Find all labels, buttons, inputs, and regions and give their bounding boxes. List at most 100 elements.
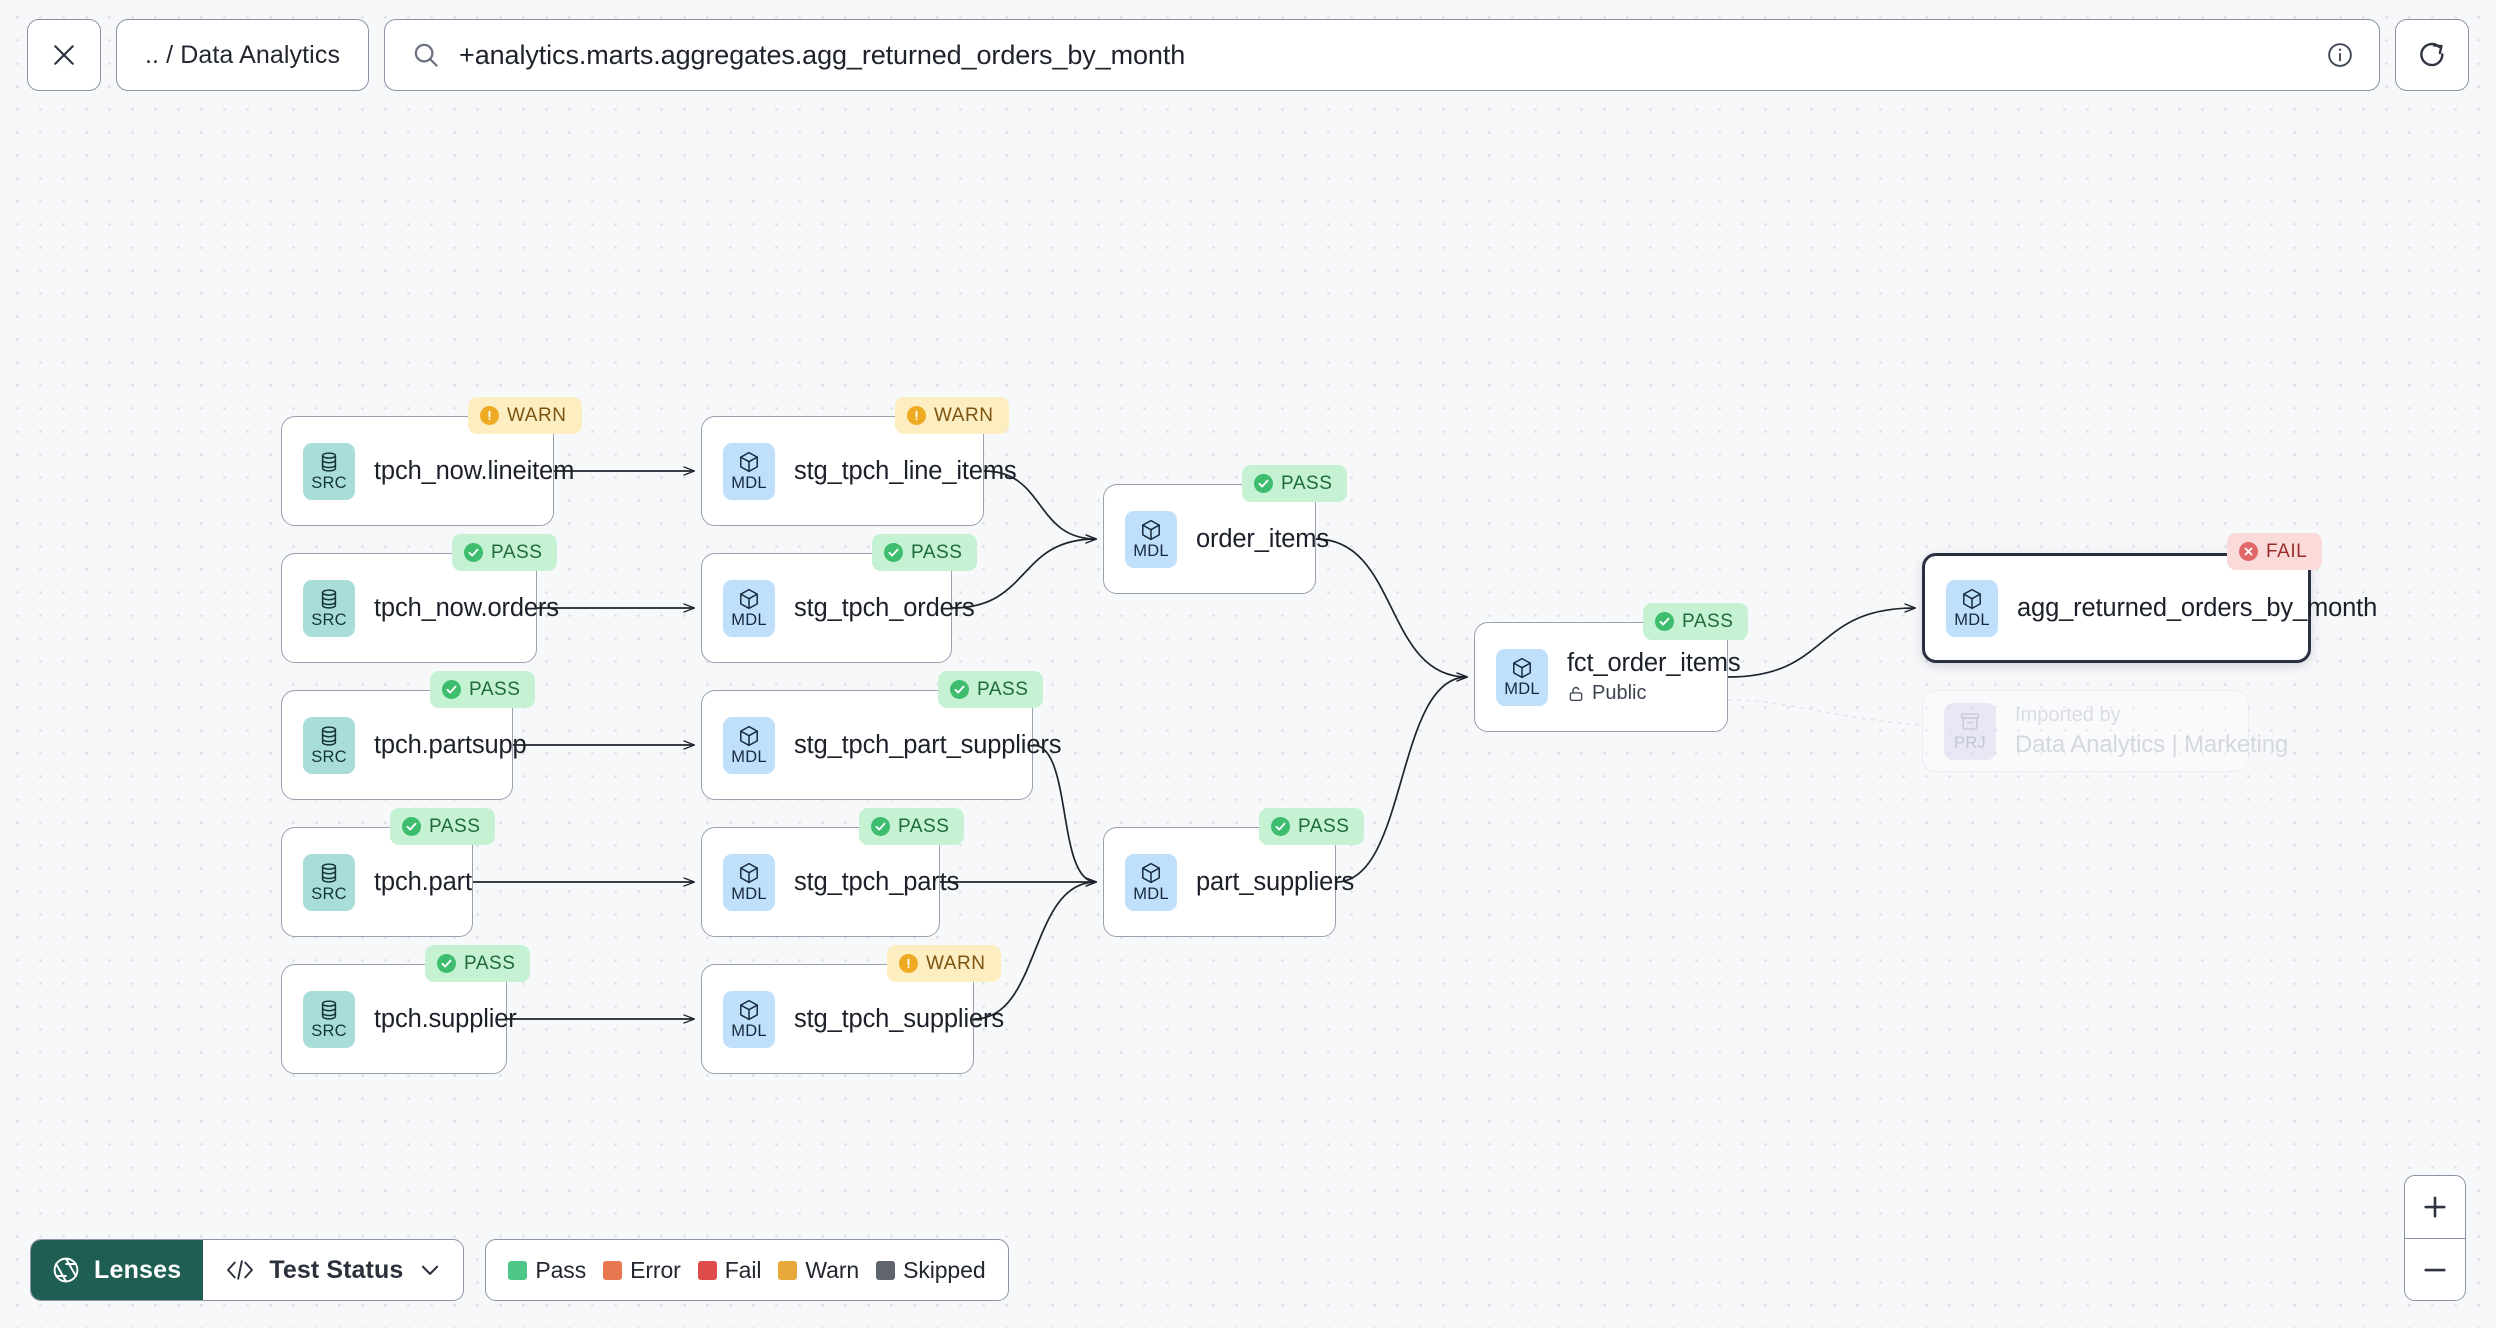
node-body: agg_returned_orders_by_month (2017, 593, 2378, 623)
node-type-label: MDL (731, 1022, 767, 1041)
legend-item-error[interactable]: Error (603, 1257, 681, 1284)
close-button[interactable] (27, 19, 101, 91)
node-body: stg_tpch_suppliers (794, 1004, 1004, 1034)
minus-icon (2424, 1268, 2446, 1271)
search-bar[interactable]: +analytics.marts.aggregates.agg_returned… (384, 19, 2380, 91)
node-type-label: SRC (311, 1022, 347, 1041)
node-body: tpch_now.orders (374, 593, 559, 623)
check-icon (468, 548, 479, 557)
status-badge-label: PASS (1298, 815, 1350, 837)
zoom-out-button[interactable] (2405, 1238, 2465, 1300)
info-icon[interactable] (2325, 40, 2355, 70)
node-type-label: MDL (1504, 680, 1540, 699)
status-badge-label: PASS (491, 541, 543, 563)
legend-label: Pass (535, 1256, 587, 1283)
node-type-badge-mdl: MDL (1125, 510, 1177, 568)
status-dot-icon (884, 543, 903, 562)
graph-node-tpch_supplier[interactable]: SRC tpch.supplier (281, 964, 517, 1074)
status-dot-icon (480, 406, 499, 425)
database-icon (321, 589, 337, 609)
zoom-in-button[interactable] (2405, 1176, 2465, 1238)
x-icon (2244, 547, 2253, 556)
check-icon (1258, 479, 1269, 488)
node-type-label: MDL (731, 748, 767, 767)
node-title: tpch_now.orders (374, 593, 559, 622)
search-input[interactable]: +analytics.marts.aggregates.agg_returned… (459, 39, 1186, 70)
graph-node-part_suppliers[interactable]: MDL part_suppliers (1103, 827, 1355, 937)
node-type-label: MDL (1133, 885, 1169, 904)
status-badge-stg_tpch_parts: PASS (859, 808, 965, 845)
node-type-badge-mdl: MDL (723, 990, 775, 1048)
node-type-badge-prj: PRJ (1944, 702, 1996, 760)
node-type-badge-mdl: MDL (723, 442, 775, 500)
search-icon (414, 43, 438, 67)
node-title: tpch.part (374, 867, 472, 896)
check-icon (888, 548, 899, 557)
status-dot-icon (1254, 474, 1273, 493)
check-icon (1275, 822, 1286, 831)
node-body: tpch_now.lineitem (374, 456, 575, 486)
node-body: stg_tpch_parts (794, 868, 959, 897)
cube-icon (740, 452, 758, 473)
node-type-label: MDL (731, 611, 767, 630)
ghost-edge (1727, 699, 1923, 726)
legend-item-skipped[interactable]: Skipped (876, 1257, 986, 1284)
node-title: agg_returned_orders_by_month (2017, 593, 2378, 622)
status-badge-stg_tpch_orders: PASS (872, 534, 978, 571)
status-badge-fct_order_items: PASS (1643, 603, 1749, 640)
legend-item-warn[interactable]: Warn (778, 1257, 859, 1284)
database-icon (321, 726, 337, 746)
legend-swatch-icon (778, 1260, 798, 1280)
status-badge-stg_tpch_suppliers: WARN (887, 945, 1001, 982)
legend-item-fail[interactable]: Fail (697, 1257, 761, 1284)
legend-label: Warn (805, 1256, 860, 1283)
node-title: stg_tpch_suppliers (794, 1004, 1004, 1033)
cube-icon (1963, 589, 1981, 610)
unlock-icon (1569, 686, 1583, 701)
node-title: fct_order_items (1567, 649, 1741, 677)
cube-icon (740, 1000, 758, 1021)
database-icon (321, 1000, 337, 1020)
node-title: part_suppliers (1196, 867, 1355, 896)
check-icon (1659, 617, 1670, 626)
status-badge-order_items: PASS (1242, 465, 1348, 502)
edge-stg_tpch_orders-to-order_items (951, 539, 1096, 609)
status-badge-stg_tpch_line_items: WARN (895, 397, 1009, 434)
lenses-label: Lenses (94, 1255, 182, 1284)
check-icon (441, 959, 452, 968)
graph-node-tpch_part[interactable]: SRC tpch.part (281, 827, 473, 937)
node-title: tpch_now.lineitem (374, 456, 575, 485)
node-title: tpch.supplier (374, 1004, 517, 1033)
legend-swatch-icon (508, 1260, 528, 1280)
test-status-button[interactable]: Test Status (203, 1240, 463, 1300)
breadcrumb-button[interactable]: .. / Data Analytics (116, 19, 370, 91)
status-dot-icon (907, 406, 926, 425)
lenses-button[interactable]: Lenses (31, 1240, 204, 1300)
status-dot-icon (402, 817, 421, 836)
status-badge-label: WARN (926, 952, 986, 974)
cube-icon (1142, 863, 1160, 884)
graph-node-stg_tpch_suppliers[interactable]: MDL stg_tpch_suppliers (701, 964, 1004, 1074)
node-body: tpch.supplier (374, 1004, 517, 1034)
node-type-label: SRC (311, 885, 347, 904)
exclamation-icon (915, 410, 918, 421)
legend-item-pass[interactable]: Pass (508, 1257, 586, 1284)
node-type-label: SRC (311, 748, 347, 767)
status-dot-icon (437, 954, 456, 973)
status-badge-tpch_part: PASS (390, 808, 496, 845)
refresh-button[interactable] (2395, 19, 2469, 91)
exclamation-icon (907, 958, 910, 969)
status-badge-label: FAIL (2266, 540, 2308, 562)
status-badge-agg_returned_orders: FAIL (2227, 533, 2323, 570)
